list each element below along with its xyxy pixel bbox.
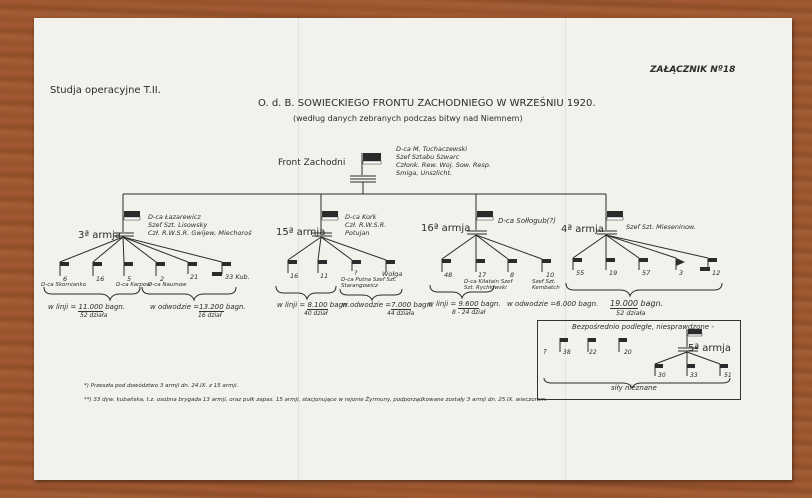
army-name: 5ª armja (688, 343, 731, 354)
division-number: 22 (589, 349, 597, 356)
grouping-brace (43, 282, 723, 302)
army-staff-line: Potujan (345, 229, 370, 237)
strength-in-line: w linji = 11.000 bagn. (48, 303, 126, 312)
army-name: 3ª armja (78, 230, 121, 241)
division-commander: Szef Szt. Kembatch (532, 279, 560, 292)
study-label: Studja operacyjne T.II. (50, 85, 161, 96)
guns-reserve: 44 działa (387, 310, 415, 317)
strength-reserve: w odwodzie =13.200 bagn. (150, 303, 246, 312)
army-staff-line: D-ca Sołłogub(?) (498, 217, 556, 225)
front-commander-line: Smiga, Unszlicht. (396, 169, 453, 177)
division-number: ? (354, 269, 358, 277)
division-number: 33 (690, 372, 698, 379)
division-number: 17 (478, 271, 487, 279)
army-flag-icon (597, 208, 624, 235)
attachment-number: ZAŁĄCZNIK Nº18 (650, 65, 736, 75)
division-number: 48 (444, 271, 453, 279)
document-subtitle: (według danych zebranych podczas bitwy n… (293, 114, 523, 123)
division-number: Wołga (382, 270, 403, 278)
division-flag-icon (559, 338, 627, 352)
army-staff-line: Szef Szt. Mieseninow. (626, 223, 696, 231)
division-number: 30 (658, 372, 666, 379)
grouping-brace (543, 377, 731, 390)
division-commander: D-ca Kiłatain Szef Szt. Rychłowski (464, 279, 513, 292)
army-staff-line: D-ca Kork (345, 213, 377, 221)
army-flag-icon (114, 208, 141, 237)
division-number: 57 (642, 269, 651, 277)
division-number: 51 (724, 372, 732, 379)
strength-in-line: w linji = 9.600 bagn. (428, 300, 501, 309)
army-flag-icon (312, 208, 339, 237)
division-number: 20 (624, 349, 632, 356)
division-number: 33 Kub. (225, 273, 250, 281)
army-staff-line: D-ca Łazarewicz (148, 213, 201, 221)
division-number: 38 (563, 349, 571, 356)
front-commander-line: Członk. Rew. Woj. Sow. Resp. (396, 161, 491, 169)
army-name: 4ª armja (561, 224, 604, 235)
guns-in-line: 40 dział (304, 310, 328, 317)
army-staff-line: Szef Szt. Lisowsky (148, 221, 208, 229)
division-number: 6 (63, 275, 68, 283)
division-commander: D-ca Naumow (148, 282, 187, 288)
division-number: 3 (679, 269, 684, 277)
army-flag-icon (467, 208, 494, 235)
division-number: ? (543, 348, 547, 356)
division-number: 2 (160, 275, 165, 283)
division-number: 8 (510, 271, 515, 279)
division-number: 19 (609, 269, 618, 277)
front-label: Front Zachodni (278, 158, 346, 168)
strength-reserve: w odwodzie =6.000 bagn. (507, 300, 599, 308)
front-hq-flag-icon (350, 153, 382, 183)
army-staff-line: Czł. R.W.S.R. Gwijew, Miechoroś (148, 229, 252, 237)
guns-in-line: 52 działa (80, 312, 108, 319)
division-flag-icon (654, 364, 728, 376)
footnote: **) 33 dyw. kubańska, t.z. osobna brygad… (84, 397, 548, 403)
guns-reserve: 16 dział (198, 312, 222, 319)
guns-in-line: 8 - 24 dział (452, 309, 486, 316)
division-number: 21 (190, 273, 199, 281)
division-commander: D-ca Skornianko (41, 282, 87, 288)
guns-total: 52 działa (616, 309, 646, 317)
division-number: 55 (576, 269, 585, 277)
document-title: O. d. B. SOWIECKIEGO FRONTU ZACHODNIEGO … (258, 98, 596, 109)
strength-in-line: w linji = 8.100 bagn. (277, 301, 350, 310)
division-number: 12 (712, 269, 721, 277)
document-sheet (34, 18, 792, 480)
army-staff-line: Czł. R.W.S.R. (345, 221, 387, 229)
front-commander-line: D-ca M. Tuchaczewski (396, 145, 468, 153)
division-commander: D-ca Putna Szef Szt. Starangowicz (341, 277, 397, 290)
direct-subordinates-box (537, 320, 741, 400)
fold-line (298, 18, 299, 480)
division-commander: D-ca Karpow (116, 282, 151, 288)
strength-total: 19.000 bagn. (610, 299, 664, 309)
division-number: 11 (320, 272, 329, 280)
footnote: *) Przeszła pod dowództwo 3 armji dn. 24… (84, 383, 239, 389)
division-number: 16 (96, 275, 105, 283)
army-name: 16ª armja (421, 223, 471, 234)
division-number: 16 (290, 272, 299, 280)
forces-unknown-label: siły nieznane (611, 384, 657, 392)
army-name: 15ª armja (276, 227, 326, 238)
direct-subordinates-title: Bezpośrednio podległe, niesprawdzone - (572, 323, 714, 331)
fold-line (565, 18, 566, 480)
strength-reserve: w odwodzie =7.000 bagn. (342, 301, 434, 310)
division-number: 10 (546, 271, 555, 279)
division-number: 5 (127, 275, 132, 283)
army-flag-icon (654, 329, 721, 365)
front-commander-line: Szef Sztabu Szwarc (396, 153, 460, 161)
division-flag-icon (59, 258, 717, 276)
